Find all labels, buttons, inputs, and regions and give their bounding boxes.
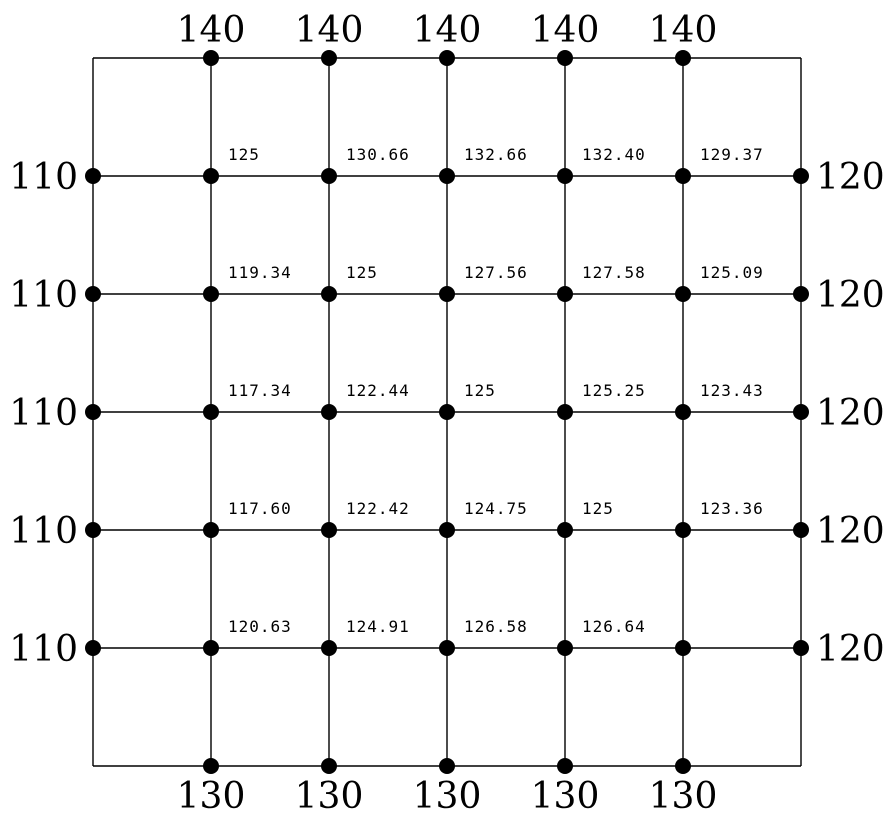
left-boundary-label: 110 xyxy=(9,511,78,552)
interior-node xyxy=(321,522,337,538)
node-value-label: 117.60 xyxy=(228,499,292,518)
left-boundary-node xyxy=(85,404,101,420)
interior-node xyxy=(203,640,219,656)
interior-node xyxy=(439,286,455,302)
top-boundary-label: 140 xyxy=(531,10,600,51)
interior-node xyxy=(439,640,455,656)
interior-node xyxy=(203,522,219,538)
node-value-label: 127.58 xyxy=(582,263,646,282)
grid-labels: 140 140 140 140 140 130 130 130 130 130 110 110 110 1… xyxy=(9,10,884,817)
interior-node xyxy=(439,168,455,184)
top-boundary-node xyxy=(675,50,691,66)
right-boundary-node xyxy=(793,168,809,184)
node-value-label: 126.58 xyxy=(464,617,528,636)
interior-node xyxy=(321,286,337,302)
node-value-label: 132.66 xyxy=(464,145,528,164)
left-boundary-node xyxy=(85,640,101,656)
interior-node xyxy=(675,640,691,656)
node-value-label: 125 xyxy=(346,263,378,282)
node-value-label: 130.66 xyxy=(346,145,410,164)
node-value-label: 123.36 xyxy=(700,499,764,518)
bottom-boundary-label: 130 xyxy=(177,776,246,817)
bottom-boundary-label: 130 xyxy=(295,776,364,817)
interior-node xyxy=(675,404,691,420)
right-boundary-label: 120 xyxy=(816,157,885,198)
bottom-boundary-node xyxy=(675,758,691,774)
node-value-label: 125.09 xyxy=(700,263,764,282)
left-boundary-label: 110 xyxy=(9,629,78,670)
top-boundary-node xyxy=(439,50,455,66)
bottom-boundary-node xyxy=(557,758,573,774)
right-boundary-node xyxy=(793,640,809,656)
interior-node xyxy=(557,522,573,538)
node-value-label: 122.42 xyxy=(346,499,410,518)
left-boundary-node xyxy=(85,286,101,302)
node-value-label: 125 xyxy=(228,145,260,164)
node-value-label: 125 xyxy=(464,381,496,400)
bottom-boundary-label: 130 xyxy=(649,776,718,817)
top-boundary-label: 140 xyxy=(649,10,718,51)
right-boundary-node xyxy=(793,286,809,302)
left-boundary-node xyxy=(85,522,101,538)
interior-node xyxy=(557,168,573,184)
right-boundary-label: 120 xyxy=(816,275,885,316)
left-boundary-label: 110 xyxy=(9,393,78,434)
node-value-label: 129.37 xyxy=(700,145,764,164)
node-value-label: 126.64 xyxy=(582,617,646,636)
interior-node xyxy=(675,522,691,538)
right-boundary-label: 120 xyxy=(816,511,885,552)
interior-node xyxy=(675,168,691,184)
node-value-label: 122.44 xyxy=(346,381,410,400)
interior-node xyxy=(675,286,691,302)
top-boundary-node xyxy=(203,50,219,66)
right-boundary-node xyxy=(793,404,809,420)
bottom-boundary-node xyxy=(321,758,337,774)
interior-node xyxy=(557,404,573,420)
left-boundary-label: 110 xyxy=(9,275,78,316)
bottom-boundary-node xyxy=(439,758,455,774)
node-value-label: 120.63 xyxy=(228,617,292,636)
node-value-label: 127.56 xyxy=(464,263,528,282)
interior-node xyxy=(203,286,219,302)
interior-node xyxy=(321,168,337,184)
right-boundary-label: 120 xyxy=(816,393,885,434)
left-boundary-node xyxy=(85,168,101,184)
bottom-boundary-node xyxy=(203,758,219,774)
node-value-label: 124.91 xyxy=(346,617,410,636)
interior-node xyxy=(557,286,573,302)
bottom-boundary-label: 130 xyxy=(413,776,482,817)
node-value-label: 125.25 xyxy=(582,381,646,400)
top-boundary-node xyxy=(321,50,337,66)
node-value-label: 117.34 xyxy=(228,381,292,400)
node-value-label: 125 xyxy=(582,499,614,518)
interior-node xyxy=(557,640,573,656)
interior-node xyxy=(439,522,455,538)
node-value-label: 132.40 xyxy=(582,145,646,164)
top-boundary-node xyxy=(557,50,573,66)
right-boundary-node xyxy=(793,522,809,538)
node-value-label: 119.34 xyxy=(228,263,292,282)
interior-node xyxy=(321,404,337,420)
interior-node xyxy=(439,404,455,420)
top-boundary-label: 140 xyxy=(413,10,482,51)
top-boundary-label: 140 xyxy=(177,10,246,51)
interior-node xyxy=(321,640,337,656)
top-boundary-label: 140 xyxy=(295,10,364,51)
right-boundary-label: 120 xyxy=(816,629,885,670)
left-boundary-label: 110 xyxy=(9,157,78,198)
grid-nodes xyxy=(85,50,809,774)
node-value-label: 124.75 xyxy=(464,499,528,518)
bottom-boundary-label: 130 xyxy=(531,776,600,817)
interior-node xyxy=(203,404,219,420)
interior-node xyxy=(203,168,219,184)
node-value-label: 123.43 xyxy=(700,381,764,400)
